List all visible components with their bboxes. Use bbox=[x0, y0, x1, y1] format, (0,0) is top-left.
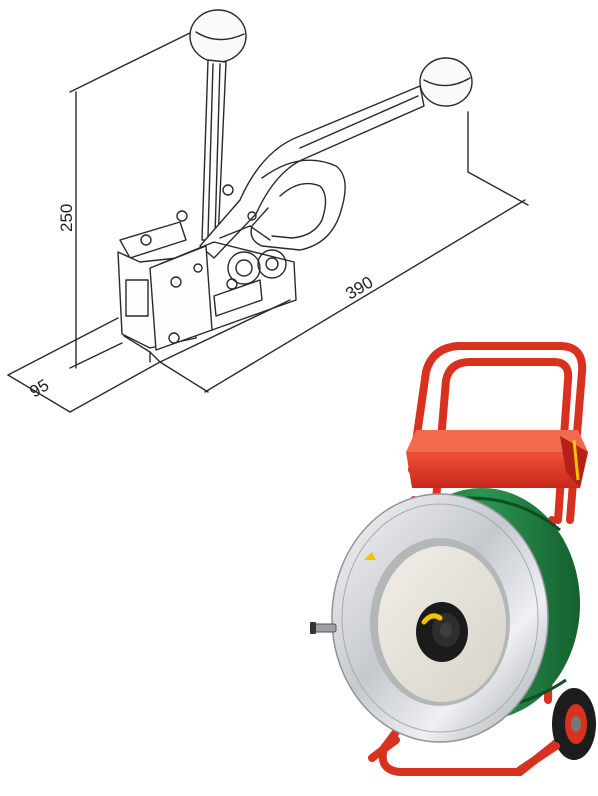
axle-pin bbox=[310, 622, 337, 634]
height-dimension-label: 250 bbox=[57, 204, 76, 232]
long-handle bbox=[199, 57, 473, 259]
dimension-width bbox=[7, 317, 161, 413]
tool-body bbox=[117, 184, 297, 363]
warning-sticker bbox=[364, 552, 376, 560]
dimension-height bbox=[69, 29, 197, 369]
reel-hub-knob bbox=[416, 602, 468, 662]
cart-front-frame bbox=[368, 736, 560, 774]
cart-wheel bbox=[552, 688, 596, 760]
cart-tray bbox=[406, 430, 588, 488]
upper-lever bbox=[189, 9, 247, 241]
dimension-length bbox=[159, 111, 529, 393]
